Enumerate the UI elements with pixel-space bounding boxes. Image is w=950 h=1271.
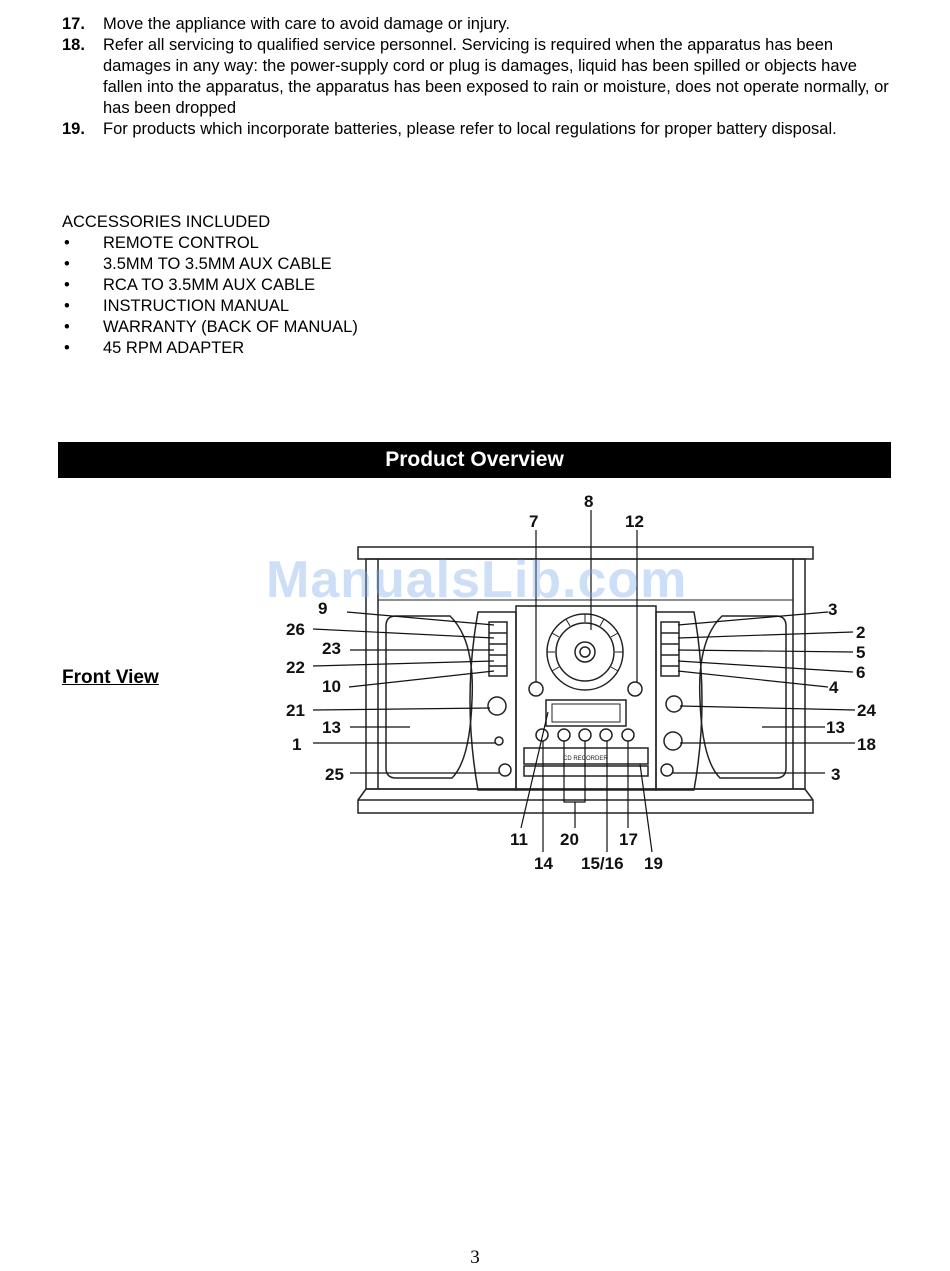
list-item: • INSTRUCTION MANUAL bbox=[62, 296, 358, 317]
accessory-label: INSTRUCTION MANUAL bbox=[103, 297, 290, 315]
callout-17: 17 bbox=[619, 830, 638, 849]
callout-3-top: 3 bbox=[828, 600, 837, 619]
lcd-display bbox=[545, 699, 627, 727]
device-label: CD RECORDER bbox=[563, 756, 608, 762]
callout-21: 21 bbox=[286, 701, 305, 720]
cd-button bbox=[557, 728, 571, 742]
accessories-section: ACCESSORIES INCLUDED • REMOTE CONTROL • 3.… bbox=[62, 212, 358, 359]
item-text: Refer all servicing to qualified service… bbox=[103, 36, 889, 117]
callout-19: 19 bbox=[644, 854, 663, 873]
callout-7: 7 bbox=[529, 512, 538, 531]
bullet: • bbox=[64, 297, 70, 315]
callout-20: 20 bbox=[560, 830, 579, 849]
callout-11: 11 bbox=[510, 830, 528, 849]
accessories-heading: ACCESSORIES INCLUDED bbox=[62, 213, 271, 231]
right-speaker bbox=[698, 615, 787, 779]
headphone-jack bbox=[498, 763, 512, 777]
cd-tray bbox=[523, 747, 649, 765]
item-number: 17. bbox=[62, 15, 85, 33]
leader-lines bbox=[312, 510, 856, 853]
accessory-label: WARRANTY (BACK OF MANUAL) bbox=[103, 318, 358, 336]
bullet: • bbox=[64, 234, 70, 252]
list-item: • REMOTE CONTROL bbox=[62, 233, 358, 254]
callout-22: 22 bbox=[286, 658, 305, 677]
callout-6: 6 bbox=[856, 663, 865, 682]
callout-2: 2 bbox=[856, 623, 865, 642]
bullet: • bbox=[64, 255, 70, 273]
safety-list: 17. Move the appliance with care to avoi… bbox=[62, 14, 892, 140]
list-item: • 45 RPM ADAPTER bbox=[62, 338, 358, 359]
list-item: • RCA TO 3.5MM AUX CABLE bbox=[62, 275, 358, 296]
aux-jack bbox=[494, 736, 504, 746]
accessory-label: RCA TO 3.5MM AUX CABLE bbox=[103, 276, 316, 294]
callout-9: 9 bbox=[318, 599, 327, 618]
item-number: 18. bbox=[62, 36, 85, 54]
callout-15-16: 15/16 bbox=[581, 854, 624, 873]
device-drawing bbox=[357, 546, 814, 814]
left-button-stack bbox=[488, 621, 508, 677]
list-item: • WARRANTY (BACK OF MANUAL) bbox=[62, 317, 358, 338]
list-item: • 3.5MM TO 3.5MM AUX CABLE bbox=[62, 254, 358, 275]
callout-14: 14 bbox=[534, 854, 553, 873]
callout-13-left: 13 bbox=[322, 718, 341, 737]
right-knob-lower bbox=[663, 731, 683, 751]
callout-23: 23 bbox=[322, 639, 341, 658]
callout-26: 26 bbox=[286, 620, 305, 639]
right-knob-upper bbox=[665, 695, 683, 713]
item-text: For products which incorporate batteries… bbox=[103, 120, 837, 138]
list-item: 18. Refer all servicing to qualified ser… bbox=[62, 35, 892, 119]
right-jack bbox=[660, 763, 674, 777]
callout-18: 18 bbox=[857, 735, 876, 754]
callout-8: 8 bbox=[584, 492, 593, 511]
right-control-panel bbox=[655, 611, 703, 791]
cd-button bbox=[599, 728, 613, 742]
page-number: 3 bbox=[470, 1247, 480, 1268]
cd-button bbox=[578, 728, 592, 742]
item-text: Move the appliance with care to avoid da… bbox=[103, 15, 510, 33]
left-speaker bbox=[385, 615, 474, 779]
accessory-label: 45 RPM ADAPTER bbox=[103, 339, 245, 357]
tuning-dial bbox=[546, 613, 624, 691]
left-center-knob bbox=[528, 681, 544, 697]
callout-12: 12 bbox=[625, 512, 644, 531]
list-item: 19. For products which incorporate batte… bbox=[62, 119, 892, 140]
item-number: 19. bbox=[62, 120, 85, 138]
cd-button bbox=[621, 728, 635, 742]
section-banner: Product Overview bbox=[58, 442, 891, 478]
callout-1: 1 bbox=[292, 735, 301, 754]
cd-button bbox=[535, 728, 549, 742]
bullet: • bbox=[64, 276, 70, 294]
watermark: ManualsLib.com bbox=[266, 551, 688, 609]
list-item: 17. Move the appliance with care to avoi… bbox=[62, 14, 892, 35]
cd-slot bbox=[523, 765, 649, 777]
callout-25: 25 bbox=[325, 765, 344, 784]
right-button-stack bbox=[660, 621, 680, 677]
accessory-label: 3.5MM TO 3.5MM AUX CABLE bbox=[103, 255, 332, 273]
callout-13-right: 13 bbox=[826, 718, 845, 737]
callout-24: 24 bbox=[857, 701, 876, 720]
callout-3-bottom: 3 bbox=[831, 765, 840, 784]
bullet: • bbox=[64, 318, 70, 336]
right-center-knob bbox=[627, 681, 643, 697]
front-view-label: Front View bbox=[62, 667, 159, 688]
callout-4: 4 bbox=[829, 678, 839, 697]
left-knob bbox=[487, 696, 507, 716]
accessory-label: REMOTE CONTROL bbox=[103, 234, 259, 252]
callout-10: 10 bbox=[322, 677, 341, 696]
callout-5: 5 bbox=[856, 643, 865, 662]
bullet: • bbox=[64, 339, 70, 357]
left-control-panel bbox=[469, 611, 517, 791]
center-panel bbox=[515, 605, 657, 791]
